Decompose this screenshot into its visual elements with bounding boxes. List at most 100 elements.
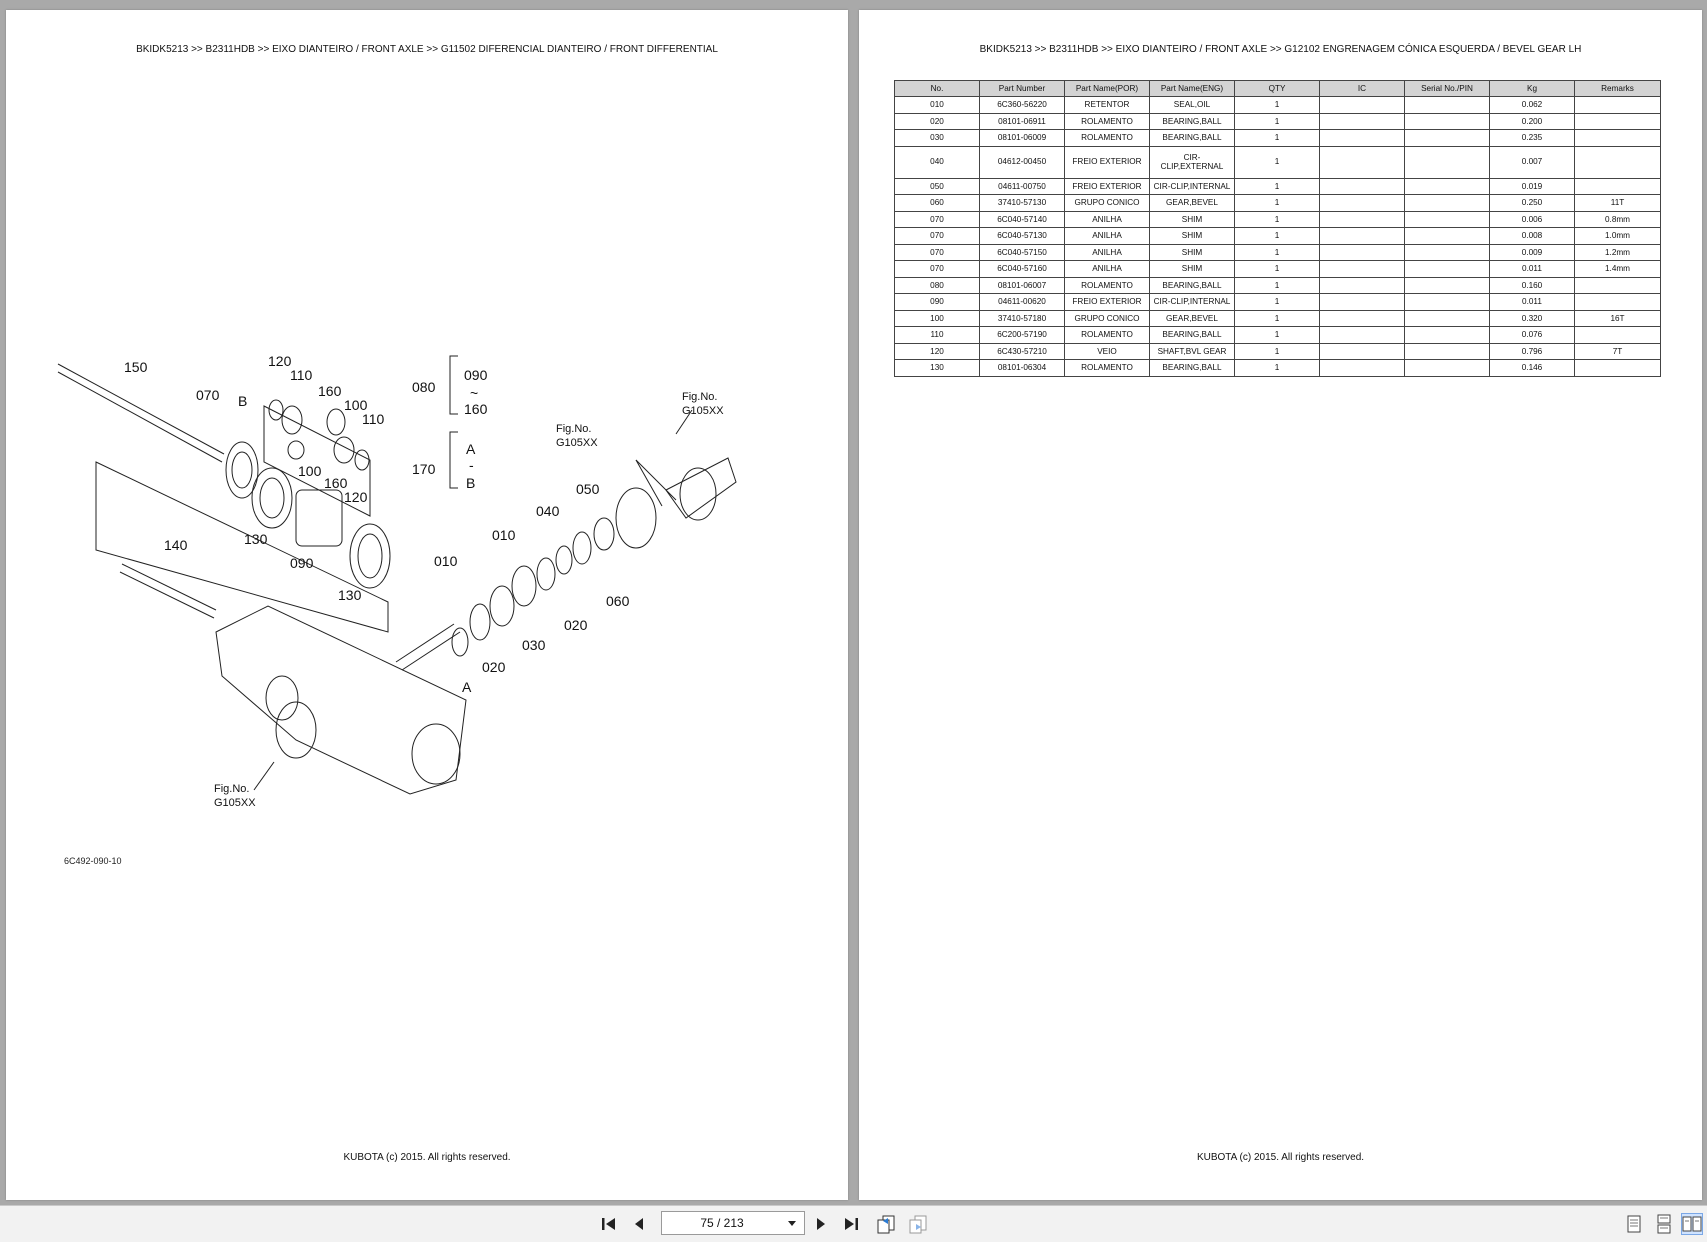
cell-ic (1319, 293, 1405, 311)
cell-no: 090 (894, 293, 980, 311)
first-page-button[interactable] (597, 1212, 621, 1236)
cell-ic (1319, 359, 1405, 377)
cell-part-name-por: GRUPO CONICO (1064, 309, 1150, 327)
cell-part-number: 6C200-57190 (979, 326, 1065, 344)
cell-serial (1404, 293, 1490, 311)
cell-part-name-por: FREIO EXTERIOR (1064, 177, 1150, 195)
cell-remarks (1574, 177, 1661, 195)
cell-ic (1319, 276, 1405, 294)
cell-remarks: 1.0mm (1574, 227, 1661, 245)
cell-part-name-eng: SHIM (1149, 260, 1235, 278)
cell-part-name-por: FREIO EXTERIOR (1064, 145, 1150, 179)
cell-serial (1404, 243, 1490, 261)
cell-part-name-eng: GEAR,BEVEL (1149, 194, 1235, 212)
cell-part-name-eng: SHIM (1149, 227, 1235, 245)
chevron-down-icon (788, 1221, 796, 1226)
previous-view-button[interactable] (874, 1212, 898, 1236)
right-page: BKIDK5213 >> B2311HDB >> EIXO DIANTEIRO … (859, 10, 1702, 1200)
cell-ic (1319, 96, 1405, 114)
cell-qty: 1 (1234, 112, 1320, 130)
cell-no: 050 (894, 177, 980, 195)
continuous-view-button[interactable] (1654, 1214, 1674, 1234)
cell-remarks (1574, 129, 1661, 147)
cell-kg: 0.160 (1489, 276, 1575, 294)
cell-part-name-por: FREIO EXTERIOR (1064, 293, 1150, 311)
callout-010-upper: 010 (492, 527, 516, 543)
cell-part-number: 37410-57180 (979, 309, 1065, 327)
previous-view-icon (877, 1215, 895, 1234)
cell-qty: 1 (1234, 210, 1320, 228)
fig-ref-lower-code: G105XX (214, 797, 256, 809)
callout-110-lower: 110 (362, 411, 385, 427)
last-page-button[interactable] (839, 1212, 863, 1236)
cell-kg: 0.076 (1489, 326, 1575, 344)
cell-serial (1404, 309, 1490, 327)
cell-qty: 1 (1234, 96, 1320, 114)
cell-serial (1404, 276, 1490, 294)
fig-ref-lower-label: Fig.No. (214, 783, 249, 795)
facing-pages-view-icon (1682, 1216, 1702, 1232)
cell-part-name-por: RETENTOR (1064, 96, 1150, 114)
cell-part-name-por: ROLAMENTO (1064, 112, 1150, 130)
cell-remarks (1574, 145, 1661, 179)
cell-remarks: 0.8mm (1574, 210, 1661, 228)
callout-090-range-start: 090 (464, 367, 488, 383)
cell-part-number: 6C040-57150 (979, 243, 1065, 261)
cell-part-number: 37410-57130 (979, 194, 1065, 212)
cell-remarks: 11T (1574, 194, 1661, 212)
cell-no: 070 (894, 260, 980, 278)
cell-serial (1404, 145, 1490, 179)
cell-serial (1404, 177, 1490, 195)
cell-no: 040 (894, 145, 980, 179)
cell-no: 010 (894, 96, 980, 114)
cell-remarks (1574, 326, 1661, 344)
cell-qty: 1 (1234, 227, 1320, 245)
callout-150: 150 (124, 359, 148, 375)
callout-120-upper: 120 (268, 353, 292, 369)
cell-no: 070 (894, 210, 980, 228)
callout-100-upper: 100 (344, 397, 368, 413)
cell-remarks: 1.4mm (1574, 260, 1661, 278)
cell-part-name-eng: SHIM (1149, 243, 1235, 261)
cell-part-number: 6C360-56220 (979, 96, 1065, 114)
cell-ic (1319, 326, 1405, 344)
callout-range-tilde: ~ (470, 385, 478, 401)
callout-050: 050 (576, 481, 600, 497)
cell-part-number: 04611-00620 (979, 293, 1065, 311)
cell-ic (1319, 177, 1405, 195)
cell-remarks: 16T (1574, 309, 1661, 327)
cell-qty: 1 (1234, 194, 1320, 212)
previous-page-button[interactable] (627, 1212, 651, 1236)
first-page-icon (602, 1218, 615, 1230)
callout-120-lower: 120 (344, 489, 368, 505)
cell-no: 080 (894, 276, 980, 294)
cell-ic (1319, 210, 1405, 228)
cell-part-name-por: ROLAMENTO (1064, 326, 1150, 344)
next-view-button[interactable] (906, 1212, 930, 1236)
header-no: No. (894, 80, 980, 97)
next-page-button[interactable] (809, 1212, 833, 1236)
single-page-view-button[interactable] (1624, 1214, 1644, 1234)
cell-part-name-eng: GEAR,BEVEL (1149, 309, 1235, 327)
page-number-select[interactable]: 75 / 213 (661, 1211, 805, 1235)
callout-160-upper: 160 (318, 383, 342, 399)
facing-pages-view-button[interactable] (1681, 1213, 1703, 1235)
cell-no: 070 (894, 243, 980, 261)
cell-qty: 1 (1234, 243, 1320, 261)
cell-kg: 0.007 (1489, 145, 1575, 179)
cell-no: 120 (894, 342, 980, 360)
exploded-parts-diagram: 150 070 B 120 110 160 100 110 100 160 12… (46, 353, 806, 890)
cell-part-number: 04612-00450 (979, 145, 1065, 179)
diagram-code: 6C492-090-10 (64, 856, 122, 866)
cell-qty: 1 (1234, 145, 1320, 179)
header-qty: QTY (1234, 80, 1320, 97)
viewer-toolbar: 75 / 213 (0, 1205, 1707, 1242)
callout-A: A (462, 679, 472, 695)
cell-part-number: 6C430-57210 (979, 342, 1065, 360)
cell-part-number: 6C040-57140 (979, 210, 1065, 228)
